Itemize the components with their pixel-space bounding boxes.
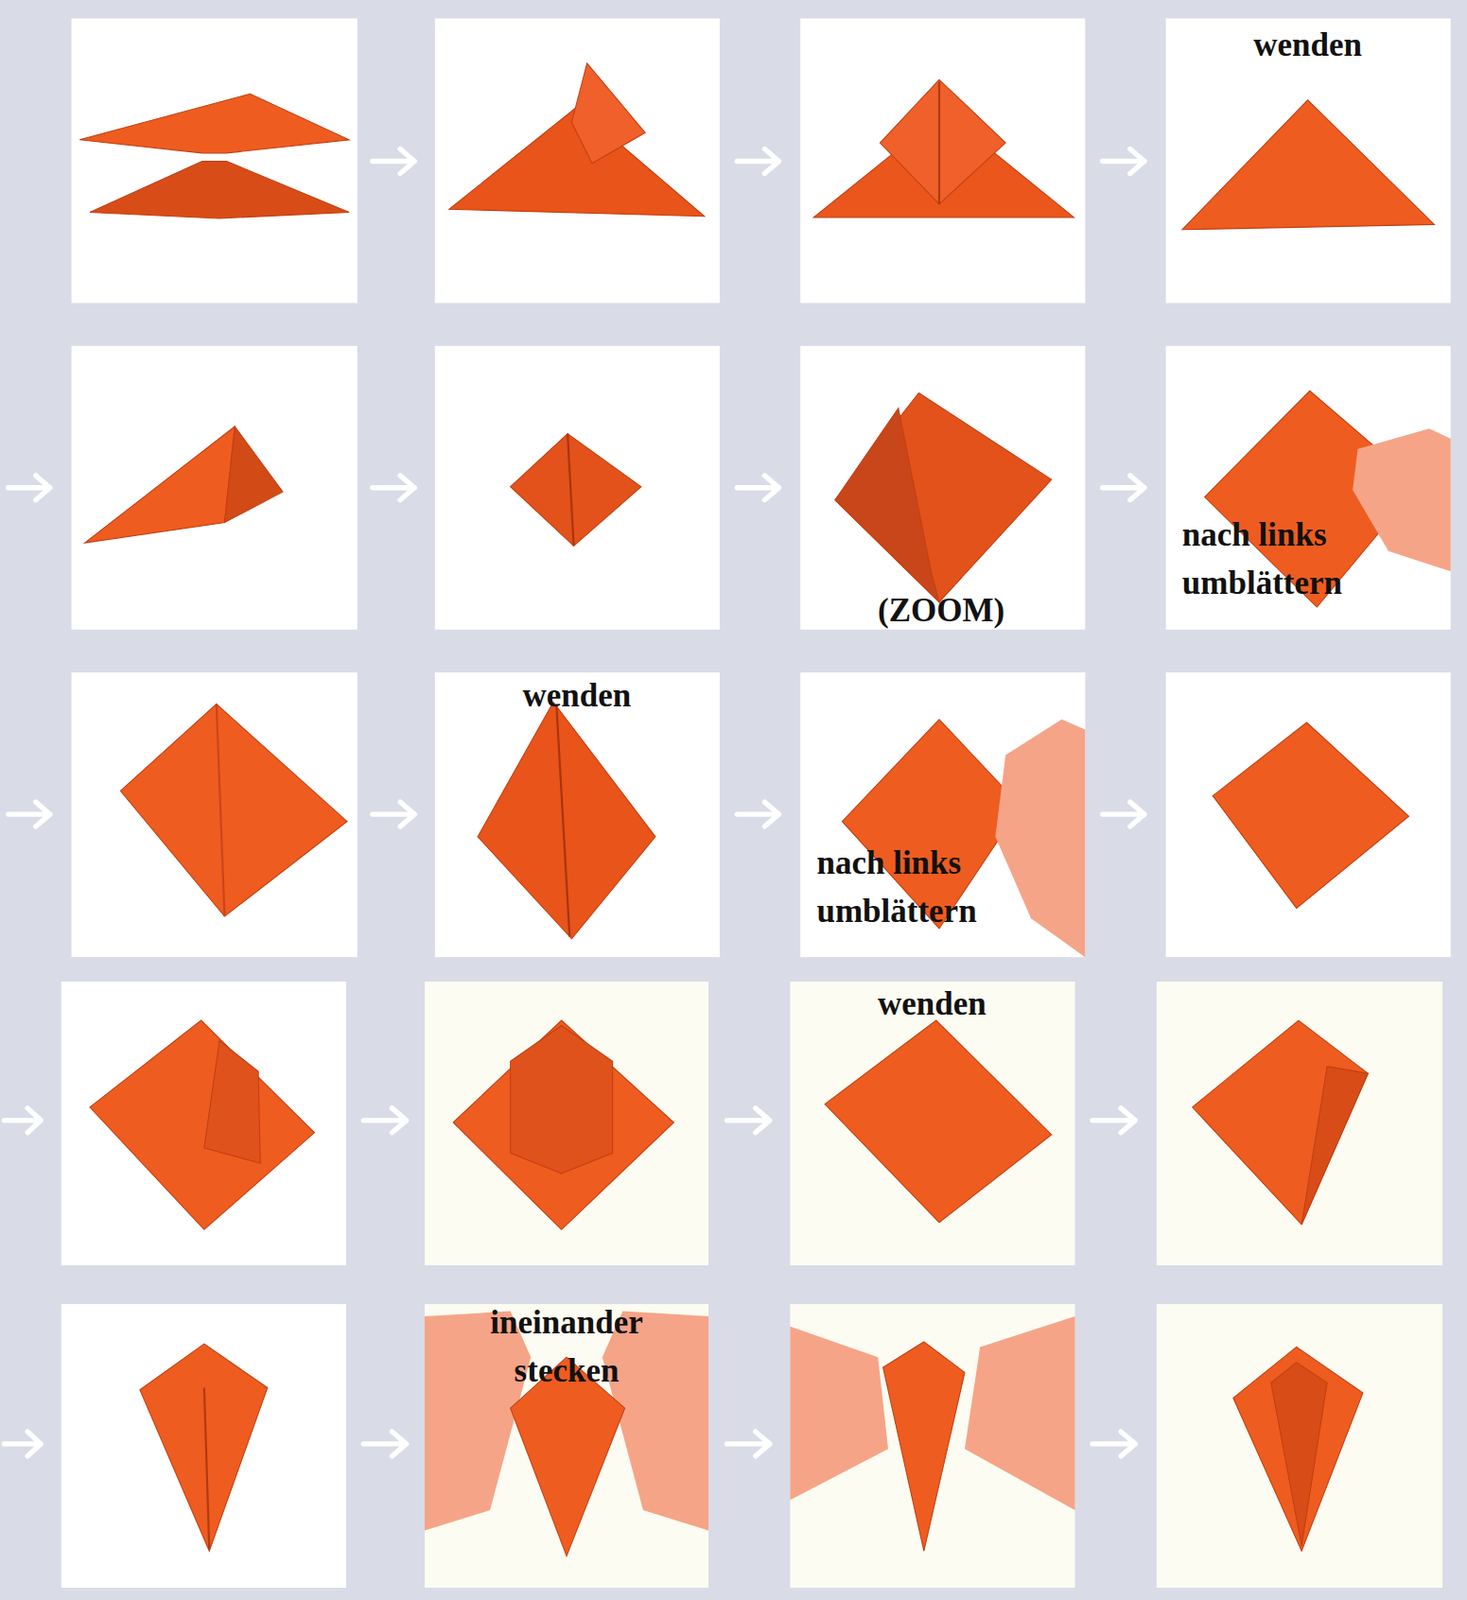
origami-shapes — [79, 63, 1451, 1557]
instruction-label: wenden — [1180, 20, 1436, 70]
instruction-label: wenden — [804, 979, 1061, 1029]
instruction-label: nach links umblättern — [1182, 510, 1398, 608]
step-arrows — [3, 149, 1145, 1457]
photo-panels — [61, 17, 1451, 1589]
instruction-label: ineinander stecken — [444, 1298, 690, 1396]
instruction-label: wenden — [449, 671, 705, 720]
instruction-label: nach links umblättern — [816, 838, 1031, 936]
instruction-label: (ZOOM) — [813, 586, 1069, 635]
